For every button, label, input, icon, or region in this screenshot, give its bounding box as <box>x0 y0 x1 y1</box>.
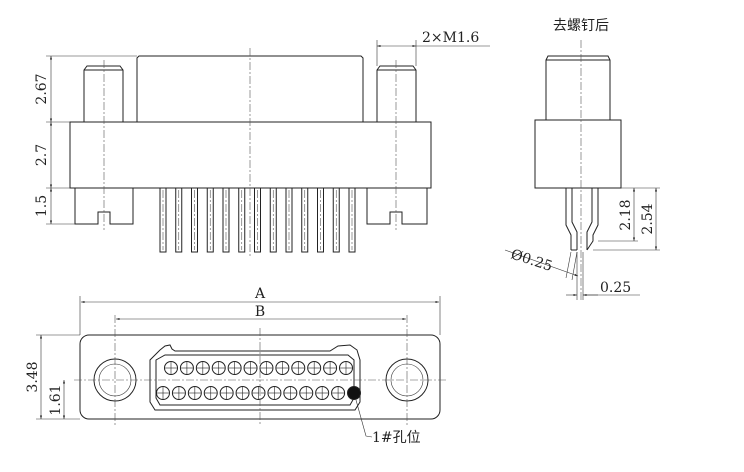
front-view: 2.67 2.7 1.5 2×M1.6 <box>34 30 490 258</box>
dim-1-61: 1.61 <box>48 384 64 415</box>
dim-2-67: 2.67 <box>34 73 50 104</box>
contact-hole <box>299 386 314 400</box>
pin <box>348 187 356 253</box>
contact-hole <box>203 386 218 400</box>
pin <box>191 187 198 253</box>
dim-b: B <box>255 304 265 320</box>
pin <box>301 187 309 253</box>
pin1-hole <box>347 386 361 400</box>
pin <box>206 187 214 253</box>
side-view-title: 去螺钉后 <box>553 18 609 34</box>
dim-2-7: 2.7 <box>34 144 50 166</box>
contact-hole <box>339 361 353 375</box>
pin-left <box>565 188 578 251</box>
contact-hole <box>323 361 338 375</box>
d-shell-outer <box>149 344 361 411</box>
contact-hole <box>227 361 242 375</box>
dim-pin-diameter: Ø0.25 <box>509 247 555 275</box>
contact-hole <box>195 361 210 375</box>
bottom-dim-lines <box>36 296 441 438</box>
side-view: 去螺钉后 2.18 2.54 Ø0.25 0.25 <box>504 18 660 300</box>
contact-hole <box>164 361 178 375</box>
contact-hole <box>331 386 346 400</box>
contact-holes <box>156 361 361 400</box>
contact-hole <box>267 386 282 400</box>
left-post <box>83 65 124 122</box>
dim-a: A <box>254 286 266 302</box>
side-post <box>545 55 611 120</box>
contact-hole <box>259 361 274 375</box>
side-dim-lines <box>504 187 660 300</box>
pin <box>332 187 340 253</box>
pin <box>285 187 293 253</box>
dim-2-18: 2.18 <box>618 199 634 230</box>
flange <box>69 121 432 189</box>
bottom-view: A B 3.48 1.61 1#孔位 <box>25 286 446 446</box>
dim-pin-offset: 0.25 <box>600 280 631 296</box>
contact-hole <box>219 386 234 400</box>
front-dim-lines <box>46 40 490 225</box>
pin <box>175 187 183 253</box>
dim-screw: 2×M1.6 <box>422 30 479 46</box>
contact-hole <box>171 386 186 400</box>
pin <box>254 187 261 253</box>
pin <box>269 187 277 253</box>
contact-hole <box>179 361 194 375</box>
pins <box>159 187 356 253</box>
pin <box>159 187 167 253</box>
side-body <box>534 119 622 189</box>
contact-hole <box>235 386 250 400</box>
mount-hole-left <box>93 358 137 402</box>
contact-hole <box>243 361 258 375</box>
contact-hole <box>315 386 330 400</box>
right-post <box>376 65 417 122</box>
dim-3-48: 3.48 <box>25 361 41 392</box>
dim-2-54: 2.54 <box>640 203 656 234</box>
right-foot <box>366 188 428 225</box>
pin <box>238 187 246 253</box>
d-shell-inner <box>155 354 355 406</box>
contact-hole <box>291 361 306 375</box>
dim-1-5: 1.5 <box>34 195 50 217</box>
pin <box>317 187 324 253</box>
contact-hole <box>211 361 226 375</box>
contact-hole <box>307 361 322 375</box>
pin <box>222 187 230 253</box>
contact-hole <box>251 386 266 400</box>
pin1-label: 1#孔位 <box>372 430 421 446</box>
contact-hole <box>187 386 202 400</box>
contact-hole <box>275 361 290 375</box>
pin-right <box>586 188 599 251</box>
contact-hole <box>283 386 298 400</box>
contact-hole <box>156 386 170 400</box>
